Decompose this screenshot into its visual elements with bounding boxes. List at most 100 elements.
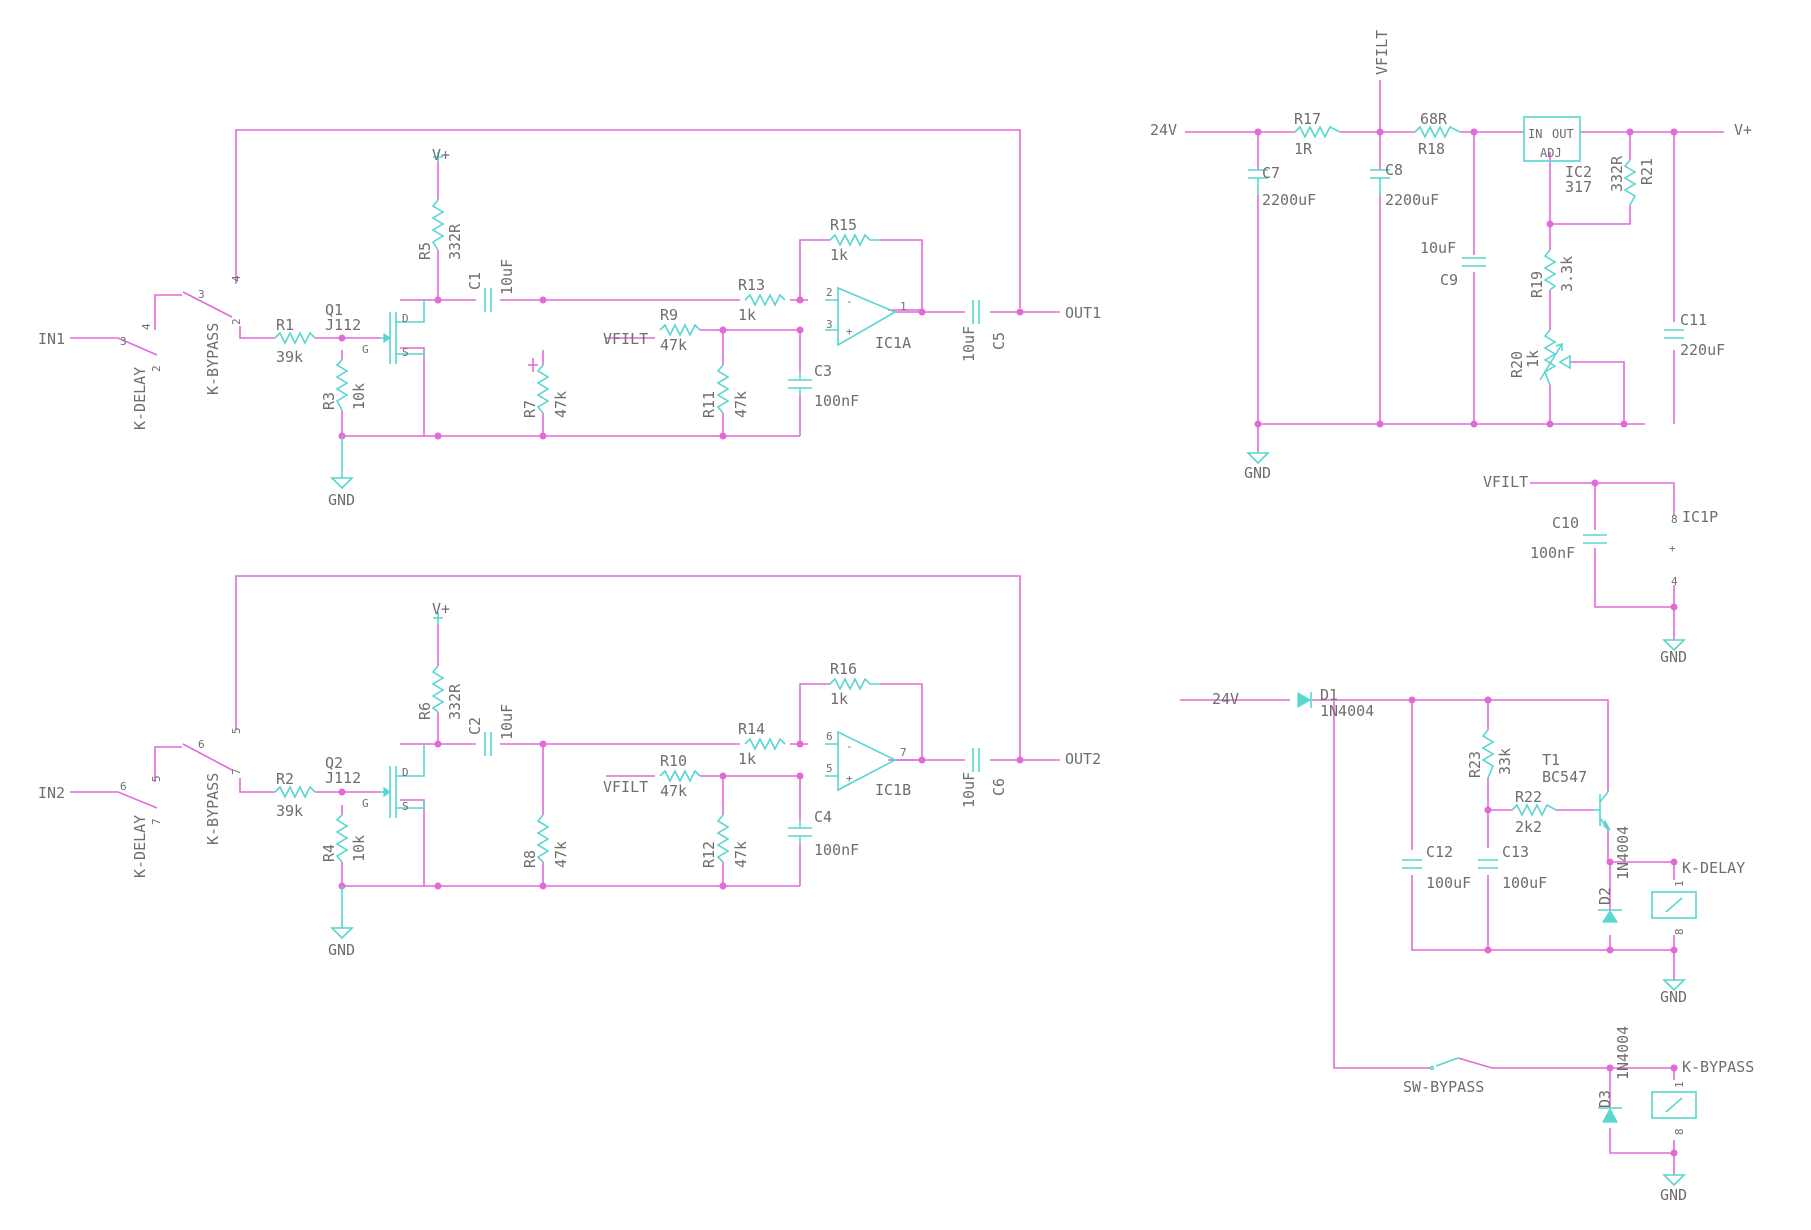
svg-text:GND: GND xyxy=(328,491,355,509)
svg-text:1k: 1k xyxy=(738,750,756,768)
resistor-r2: R2 39k xyxy=(274,770,316,820)
svg-text:IC1A: IC1A xyxy=(875,334,911,352)
wire xyxy=(235,575,1021,760)
svg-text:D3: D3 xyxy=(1596,1090,1614,1108)
relay-contact-k-bypass-1: 3 4 2 K-BYPASS xyxy=(198,275,243,395)
svg-text:R5: R5 xyxy=(416,242,434,260)
svg-text:317: 317 xyxy=(1565,178,1592,196)
svg-text:R12: R12 xyxy=(700,841,718,868)
svg-text:10k: 10k xyxy=(350,835,368,862)
svg-text:-: - xyxy=(846,295,853,308)
junctions xyxy=(338,296,1024,440)
svg-text:GND: GND xyxy=(1660,648,1687,666)
svg-text:R11: R11 xyxy=(700,391,718,418)
wire xyxy=(1549,132,1631,225)
wire xyxy=(1609,1068,1675,1175)
svg-text:220uF: 220uF xyxy=(1680,341,1725,359)
svg-text:33k: 33k xyxy=(1496,748,1514,775)
capacitor-c6: 10uF C6 xyxy=(960,748,1008,808)
svg-text:R18: R18 xyxy=(1418,140,1445,158)
ic1-power: VFILT C10 100nF 8 + 4 IC1P GND xyxy=(1483,473,1718,666)
ground-symbol: GND xyxy=(1660,639,1687,666)
wire xyxy=(70,337,158,356)
svg-text:R19: R19 xyxy=(1528,271,1546,298)
svg-text:7: 7 xyxy=(900,746,907,759)
svg-text:C12: C12 xyxy=(1426,843,1453,861)
svg-text:1N4004: 1N4004 xyxy=(1320,702,1374,720)
ground-symbol: GND xyxy=(328,436,355,509)
opamp-ic1b: - + 6 5 7 IC1B xyxy=(825,730,911,799)
svg-text:R9: R9 xyxy=(660,306,678,324)
resistor-r18: 68R R18 xyxy=(1414,110,1461,158)
power-supply: 24V VFILT V+ R17 1R 68R R18 C7 2200uF C8… xyxy=(1150,30,1752,482)
svg-text:T1: T1 xyxy=(1542,751,1560,769)
vplus-symbol: V+ xyxy=(432,600,450,624)
resistor-r8: R8 47k xyxy=(521,814,570,868)
svg-text:D: D xyxy=(402,312,409,325)
svg-text:K-DELAY: K-DELAY xyxy=(131,815,149,878)
svg-text:47k: 47k xyxy=(660,782,687,800)
svg-text:IC1B: IC1B xyxy=(875,781,911,799)
svg-text:47k: 47k xyxy=(660,336,687,354)
transistor-t1: T1 BC547 xyxy=(1542,751,1611,831)
resistor-r21: 332R R21 xyxy=(1608,155,1656,206)
svg-text:2200uF: 2200uF xyxy=(1385,191,1439,209)
svg-text:V+: V+ xyxy=(432,146,450,164)
wire xyxy=(1570,361,1625,424)
wire xyxy=(154,746,182,782)
resistor-r19: R19 3.3k xyxy=(1528,249,1576,298)
channel-2: IN2 6 5 7 K-DELAY 6 5 7 K-BYPASS R2 39k … xyxy=(38,575,1101,959)
svg-text:K-BYPASS: K-BYPASS xyxy=(1682,1058,1754,1076)
svg-text:R7: R7 xyxy=(521,400,539,418)
jfet-q2: Q2 J112 D G S xyxy=(325,744,425,818)
svg-text:Q2: Q2 xyxy=(325,754,343,772)
diode-d1: D1 1N4004 xyxy=(1297,686,1374,720)
svg-text:C6: C6 xyxy=(990,778,1008,796)
svg-text:GND: GND xyxy=(1660,988,1687,1006)
resistor-r13: R13 1k xyxy=(738,276,786,324)
svg-text:2: 2 xyxy=(150,365,163,372)
wire xyxy=(154,294,182,330)
svg-text:10uF: 10uF xyxy=(960,326,978,362)
svg-text:R10: R10 xyxy=(660,752,687,770)
svg-text:R2: R2 xyxy=(276,770,294,788)
svg-text:4: 4 xyxy=(230,275,243,282)
svg-text:1N4004: 1N4004 xyxy=(1614,1026,1632,1080)
svg-text:ADJ: ADJ xyxy=(1540,146,1562,160)
svg-text:332R: 332R xyxy=(446,683,464,720)
svg-text:G: G xyxy=(362,797,369,810)
svg-text:G: G xyxy=(362,343,369,356)
ground-symbol: GND xyxy=(1660,979,1687,1006)
svg-text:47k: 47k xyxy=(732,841,750,868)
wire xyxy=(1530,482,1675,608)
svg-text:68R: 68R xyxy=(1420,110,1448,128)
vfilt-symbol: VFILT xyxy=(603,778,648,796)
svg-text:C4: C4 xyxy=(814,808,832,826)
svg-text:332R: 332R xyxy=(446,223,464,260)
svg-text:10uF: 10uF xyxy=(1420,239,1456,257)
svg-text:IC2: IC2 xyxy=(1565,163,1592,181)
wire xyxy=(1333,700,1675,1080)
svg-text:6: 6 xyxy=(120,780,127,793)
svg-text:100nF: 100nF xyxy=(814,392,859,410)
svg-text:8: 8 xyxy=(1673,1128,1686,1135)
svg-text:R15: R15 xyxy=(830,216,857,234)
svg-text:IN: IN xyxy=(1528,127,1542,141)
capacitor-c10: C10 100nF xyxy=(1530,514,1607,562)
capacitor-c7: C7 2200uF xyxy=(1248,164,1316,209)
svg-text:GND: GND xyxy=(1660,1186,1687,1204)
svg-text:C5: C5 xyxy=(990,332,1008,350)
svg-text:3.3k: 3.3k xyxy=(1558,256,1576,292)
svg-text:39k: 39k xyxy=(276,348,303,366)
svg-text:R6: R6 xyxy=(416,702,434,720)
svg-text:R3: R3 xyxy=(320,392,338,410)
svg-text:D2: D2 xyxy=(1596,887,1614,905)
svg-text:3: 3 xyxy=(120,335,127,348)
wire xyxy=(799,239,923,311)
svg-text:5: 5 xyxy=(150,775,163,782)
vfilt-symbol: VFILT xyxy=(603,330,648,348)
svg-text:1: 1 xyxy=(900,300,907,313)
svg-text:C10: C10 xyxy=(1552,514,1579,532)
svg-text:5: 5 xyxy=(230,727,243,734)
